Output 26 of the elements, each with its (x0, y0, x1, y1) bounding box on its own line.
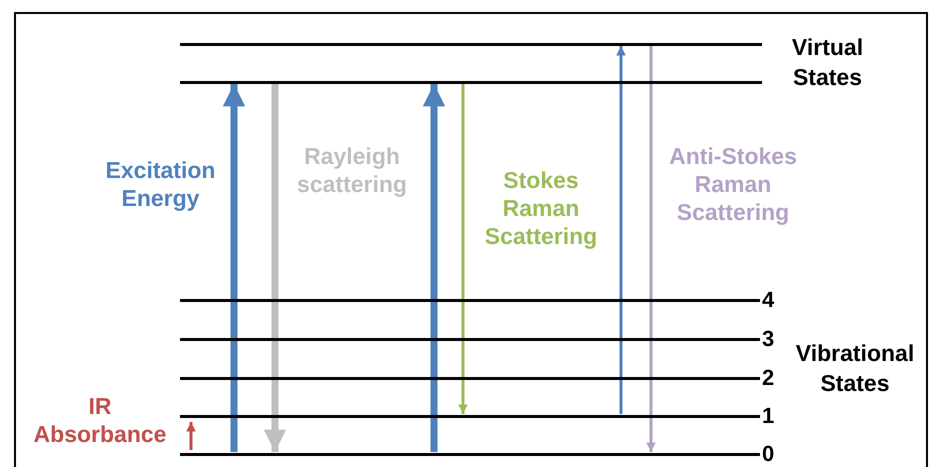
arrow (422, 84, 446, 452)
level-number: 2 (762, 367, 774, 389)
edge-label: IR Absorbance (32, 392, 168, 448)
edge-label: Anti-Stokes Raman Scattering (668, 142, 798, 226)
axis-label: Vibrational States (794, 339, 916, 398)
arrow (186, 422, 196, 450)
arrow (458, 84, 468, 414)
energy-level-line (180, 43, 762, 46)
arrow (616, 46, 626, 414)
energy-level-line (180, 377, 760, 380)
edge-label: Stokes Raman Scattering (484, 166, 598, 250)
energy-level-line (180, 453, 760, 456)
arrow (646, 46, 656, 452)
arrow (222, 84, 246, 452)
level-number: 4 (762, 289, 774, 311)
energy-level-line (180, 81, 762, 84)
level-number: 0 (762, 443, 774, 465)
level-number: 3 (762, 328, 774, 350)
level-number: 1 (762, 405, 774, 427)
edge-label: Rayleigh scattering (296, 142, 408, 198)
arrow (264, 84, 286, 452)
energy-level-line (180, 338, 760, 341)
edge-label: Excitation Energy (104, 156, 216, 212)
energy-level-line (180, 415, 760, 418)
energy-level-line (180, 299, 760, 302)
axis-label: Virtual States (790, 33, 864, 92)
